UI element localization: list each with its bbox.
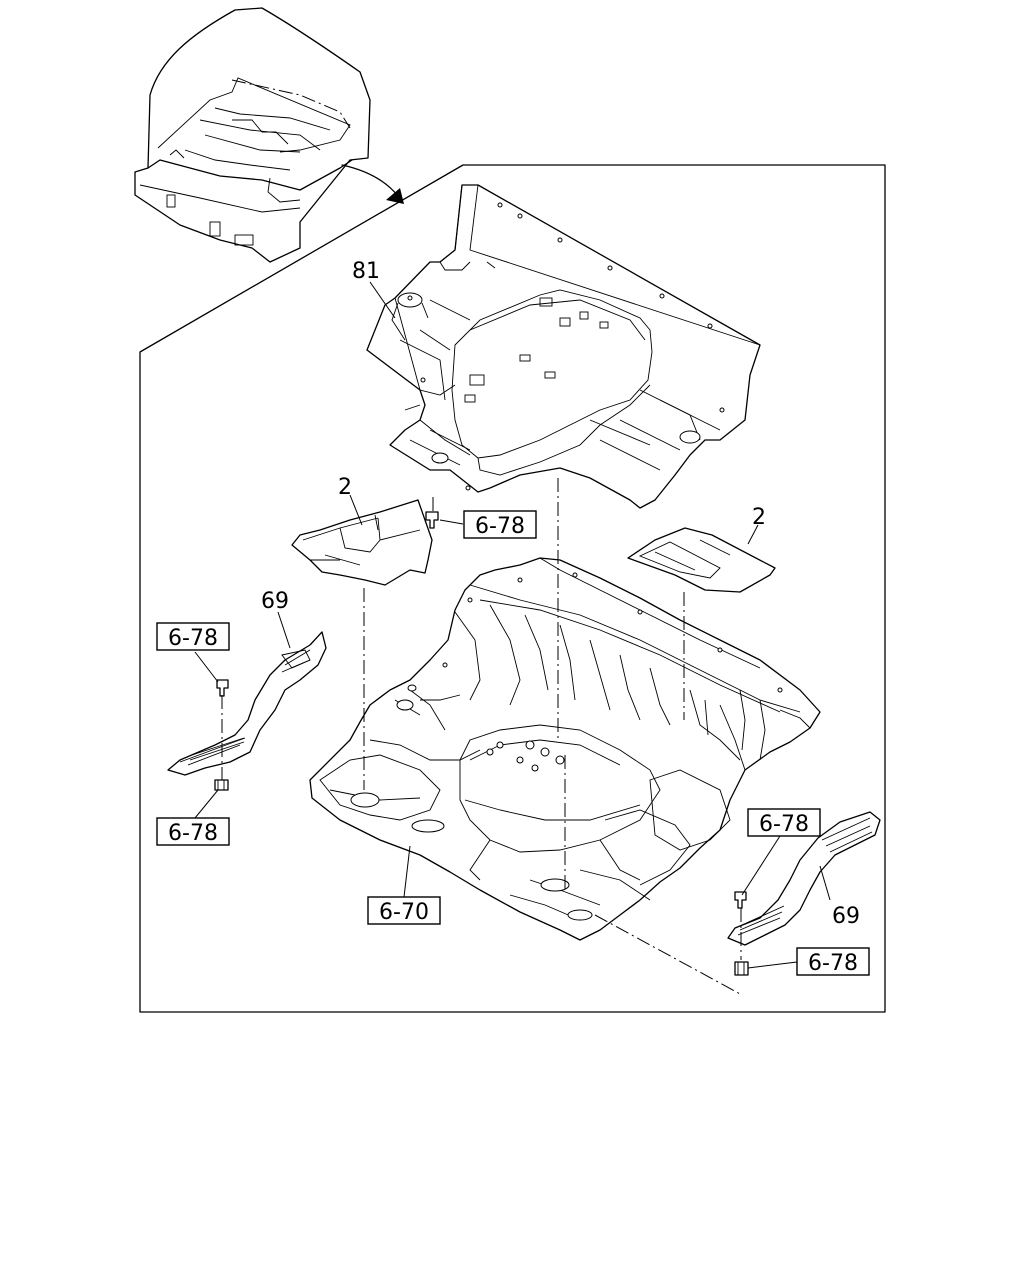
ref-right-bottom: 6-78 (808, 951, 858, 976)
ref-box-left-bottom: 6-78 (156, 817, 230, 846)
part-2-left-pad (291, 499, 433, 586)
clip-right-bottom (734, 961, 749, 976)
label-part-69-left: 69 (261, 589, 289, 614)
label-leaders (194, 281, 831, 969)
ref-box-upper-bolt: 6-78 (463, 510, 537, 539)
ref-box-floor: 6-70 (367, 896, 441, 925)
cab-overview-inset (134, 7, 404, 263)
ref-floor: 6-70 (379, 900, 429, 925)
ref-box-left-top: 6-78 (156, 622, 230, 651)
clip-right-top (734, 891, 747, 909)
ref-box-right-bottom: 6-78 (796, 947, 870, 976)
part-2-right-pad (627, 527, 776, 593)
bolt-upper (425, 511, 439, 529)
label-part-2-left: 2 (338, 475, 352, 500)
part-81-floor-cover (366, 184, 761, 509)
label-part-2-right: 2 (752, 505, 766, 530)
floor-panel (309, 557, 821, 941)
clip-left-top (216, 679, 229, 697)
ref-box-right-top: 6-78 (747, 808, 821, 837)
ref-left-top: 6-78 (168, 626, 218, 651)
assembly-lines (221, 478, 743, 996)
ref-right-top: 6-78 (759, 812, 809, 837)
part-69-left-sill (167, 631, 327, 776)
label-part-69-right: 69 (832, 904, 860, 929)
ref-upper-bolt: 6-78 (475, 514, 525, 539)
part-69-right-sill (727, 811, 881, 946)
detail-frame (139, 164, 886, 1013)
label-part-81: 81 (352, 259, 380, 284)
ref-left-bottom: 6-78 (168, 821, 218, 846)
clip-left-bottom (214, 779, 229, 791)
